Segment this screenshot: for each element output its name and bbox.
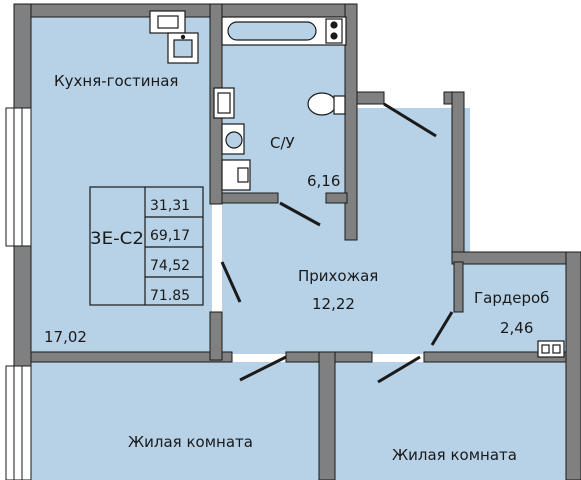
wall-partition-stub xyxy=(356,91,385,105)
bedroom-right-floor xyxy=(335,362,566,480)
hallway-area: 12,22 xyxy=(312,295,355,313)
door-bedroom-right xyxy=(377,355,421,384)
apartment-code: 3Е-С2 xyxy=(90,229,144,249)
fixtures xyxy=(149,10,565,358)
boiler-icon xyxy=(221,159,251,191)
outer-wall-top xyxy=(13,3,217,18)
wall-wardrobe-top xyxy=(451,251,581,265)
door-bathroom xyxy=(279,201,321,227)
window-kitchen xyxy=(5,107,32,247)
bathtub-icon xyxy=(221,16,347,46)
bedroom-left-floor xyxy=(31,362,319,480)
bedroom-left-name: Жилая комната xyxy=(128,433,253,451)
kitchen-living-floor xyxy=(31,17,212,353)
doors xyxy=(220,102,454,384)
wardrobe-area: 2,46 xyxy=(500,319,533,337)
door-kitchen xyxy=(220,261,242,303)
table-value-1: 31,31 xyxy=(150,198,190,214)
bathroom-sink-icon xyxy=(221,123,245,155)
info-table xyxy=(89,186,204,306)
toilet-icon xyxy=(307,92,346,116)
wall-bath-right xyxy=(344,3,358,241)
outer-wall-top-bath xyxy=(209,3,354,18)
wall-kitchen-stub xyxy=(209,311,223,361)
table-value-2: 69,17 xyxy=(150,228,190,244)
wall-bath-bottom-right xyxy=(325,192,348,204)
door-hall-right xyxy=(383,102,437,138)
outer-wall-right xyxy=(565,251,581,480)
hallway-name: Прихожая xyxy=(298,267,378,285)
wardrobe-name: Гардероб xyxy=(474,289,549,307)
wall-wardrobe-bottom xyxy=(423,351,567,363)
wardrobe-floor xyxy=(462,262,566,354)
electrical-panel-icon xyxy=(537,340,565,358)
wall-kitchen-bottom xyxy=(30,351,233,363)
table-value-3: 74,52 xyxy=(150,258,190,274)
bathroom-name: С/У xyxy=(270,134,295,152)
stove-icon xyxy=(149,10,186,34)
door-wardrobe xyxy=(430,311,454,346)
bedroom-right-name: Жилая комната xyxy=(392,446,517,464)
wall-bath-bottom xyxy=(221,192,279,204)
windows xyxy=(5,107,32,480)
wall-bedrooms-divider xyxy=(318,351,336,480)
kitchen-sink-icon xyxy=(167,32,199,64)
wall-hall-right-vert xyxy=(451,91,465,265)
kitchen-living-name: Кухня-гостиная xyxy=(54,72,178,90)
washing-machine-icon xyxy=(213,87,235,119)
floor-areas xyxy=(31,17,566,480)
window-bedroom xyxy=(5,365,32,480)
bathroom-area: 6,16 xyxy=(307,172,340,190)
table-value-4: 71.85 xyxy=(150,288,190,304)
door-bedroom-left xyxy=(239,355,287,382)
wall-wardrobe-left xyxy=(453,261,464,313)
kitchen-living-area: 17,02 xyxy=(44,328,87,346)
